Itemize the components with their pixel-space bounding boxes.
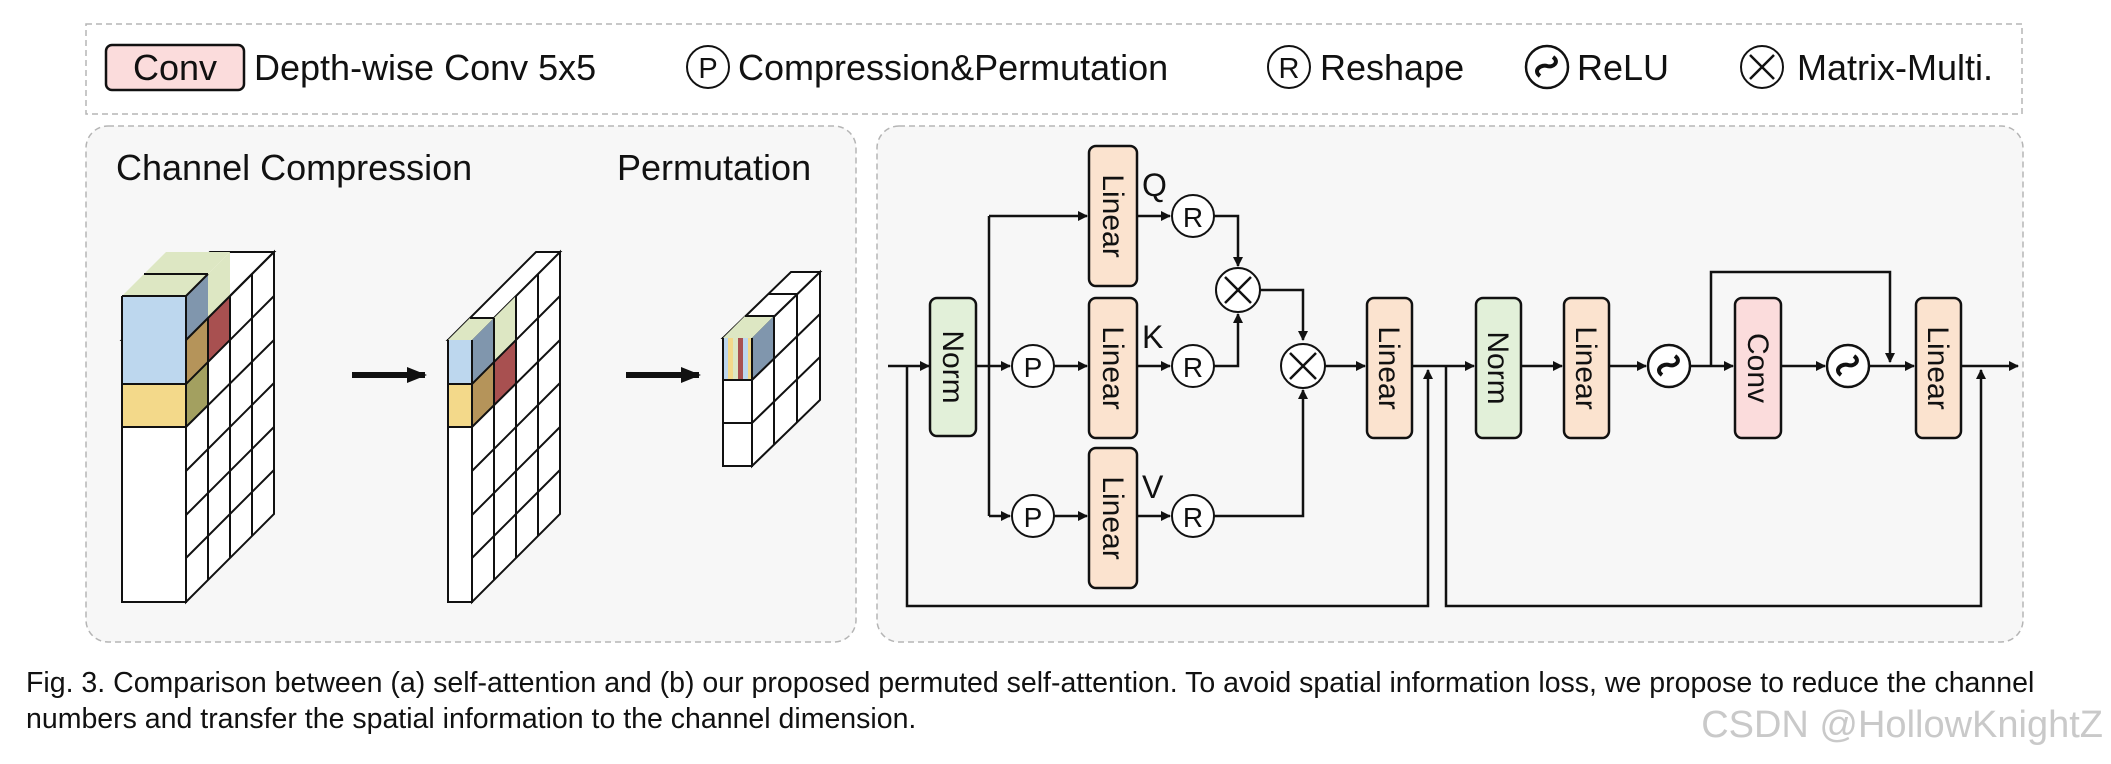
linear-label-q: Linear bbox=[1096, 174, 1129, 257]
relu-node-1-glyph bbox=[1657, 354, 1680, 377]
cube-original bbox=[122, 208, 277, 605]
linear-block-k bbox=[1087, 296, 1139, 440]
legend-reshape-desc: Reshape bbox=[1320, 47, 1464, 88]
linear-block-ffn2 bbox=[1914, 296, 1963, 440]
matmul-node-v-glyph bbox=[1289, 352, 1317, 380]
reshape-node-v-label: R bbox=[1183, 502, 1203, 533]
conv-block bbox=[1733, 296, 1783, 440]
linear-label-k: Linear bbox=[1096, 326, 1129, 409]
legend: Conv Depth-wise Conv 5x5 P Compression&P… bbox=[85, 23, 2023, 115]
label-v: V bbox=[1142, 469, 1164, 505]
permutation-node-k-label: P bbox=[1024, 352, 1043, 383]
right-panel: Norm P P Linear Linear Linear Q K V R R bbox=[876, 125, 2024, 643]
legend-matmul-desc: Matrix-Multi. bbox=[1797, 47, 1993, 88]
reshape-node-k-label: R bbox=[1183, 352, 1203, 383]
linear-label-v: Linear bbox=[1096, 476, 1129, 559]
legend-conv-box bbox=[104, 43, 246, 92]
reshape-node-q-label: R bbox=[1183, 202, 1203, 233]
linear-label-out: Linear bbox=[1372, 326, 1405, 409]
legend-permutation-desc: Compression&Permutation bbox=[738, 47, 1168, 88]
label-k: K bbox=[1142, 319, 1163, 355]
conv-label: Conv bbox=[1741, 333, 1774, 403]
legend-conv-label: Conv bbox=[133, 47, 217, 88]
norm-block-2 bbox=[1474, 296, 1523, 440]
watermark: CSDN @HollowKnightZ bbox=[1701, 704, 2103, 746]
legend-reshape-symbol: R bbox=[1279, 53, 1300, 85]
legend-frame bbox=[85, 23, 2023, 115]
figure-diagram: Conv Depth-wise Conv 5x5 P Compression&P… bbox=[85, 23, 2024, 643]
linear-block-ffn1 bbox=[1562, 296, 1611, 440]
legend-conv-desc: Depth-wise Conv 5x5 bbox=[254, 47, 596, 88]
cube-compressed bbox=[445, 249, 563, 605]
left-panel: Channel Compression Permutation bbox=[85, 125, 857, 643]
left-panel-title-permutation: Permutation bbox=[617, 147, 811, 188]
label-q: Q bbox=[1142, 167, 1167, 203]
figure-caption: Fig. 3. Comparison between (a) self-atte… bbox=[26, 667, 2035, 735]
matmul-node-qk-glyph bbox=[1224, 276, 1252, 304]
norm-label-2: Norm bbox=[1481, 331, 1514, 404]
legend-matmul-glyph bbox=[1749, 54, 1775, 80]
permutation-node-v-label: P bbox=[1024, 502, 1043, 533]
relu-node-2-glyph bbox=[1836, 354, 1859, 377]
linear-label-ffn2: Linear bbox=[1921, 326, 1954, 409]
norm-label-1: Norm bbox=[936, 330, 969, 403]
linear-label-ffn1: Linear bbox=[1569, 326, 1602, 409]
linear-block-v bbox=[1087, 446, 1139, 590]
legend-relu-desc: ReLU bbox=[1577, 47, 1669, 88]
legend-reshape-icon bbox=[1267, 45, 1311, 89]
linear-block-out bbox=[1365, 296, 1414, 440]
legend-relu-glyph bbox=[1535, 55, 1558, 78]
legend-permutation-symbol: P bbox=[698, 53, 717, 85]
cube-permuted bbox=[720, 269, 823, 469]
left-panel-title-compression: Channel Compression bbox=[116, 147, 472, 188]
legend-permutation-icon bbox=[686, 45, 730, 89]
